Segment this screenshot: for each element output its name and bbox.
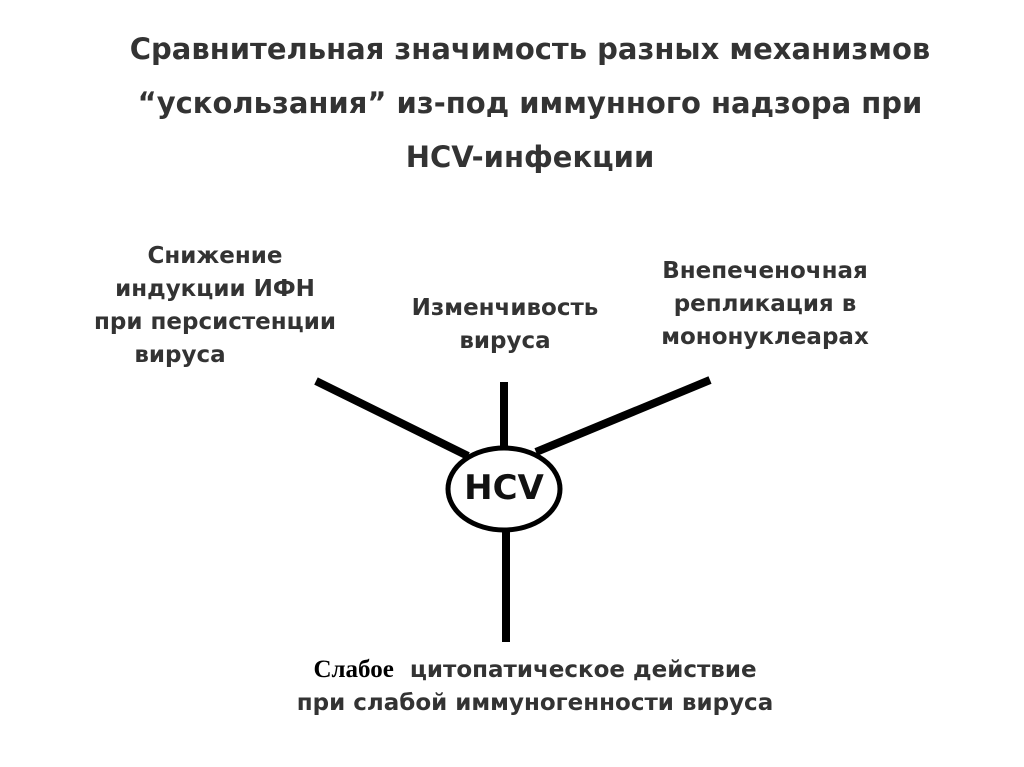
label-line: вируса — [134, 342, 226, 368]
branch-right-label: Внепеченочная репликация в мононуклеарах — [620, 255, 910, 354]
label-word: Слабое — [313, 656, 394, 683]
connector-left — [314, 377, 470, 460]
branch-left-label: Снижение индукции ИФН при персистенции в… — [60, 240, 370, 372]
hcv-node — [445, 445, 563, 533]
diagram-title: Сравнительная значимость разных механизм… — [0, 22, 1024, 184]
title-line: HCV-инфекции — [405, 140, 655, 174]
title-line: “ускользания” из-под иммунного надзора п… — [137, 86, 923, 120]
hcv-label: HCV — [464, 468, 544, 508]
label-line: при персистенции — [94, 309, 336, 335]
connector-right — [534, 376, 712, 456]
branch-bottom-label: Слабое цитопатическое действие при слабо… — [230, 653, 840, 720]
label-line: Слабое цитопатическое действие — [230, 653, 840, 687]
label-line: вируса — [459, 328, 551, 354]
label-text: цитопатическое действие — [409, 657, 757, 683]
label-line: репликация в — [673, 291, 857, 317]
label-line: Снижение — [147, 243, 283, 269]
label-line: при слабой иммуногенности вируса — [296, 690, 774, 716]
branch-top-label: Изменчивость вируса — [380, 292, 630, 358]
label-line: Внепеченочная — [662, 258, 868, 284]
label-line: мононуклеарах — [661, 324, 869, 350]
title-line: Сравнительная значимость разных механизм… — [129, 32, 931, 66]
label-line: индукции ИФН — [115, 276, 315, 302]
label-line: Изменчивость — [411, 295, 599, 321]
